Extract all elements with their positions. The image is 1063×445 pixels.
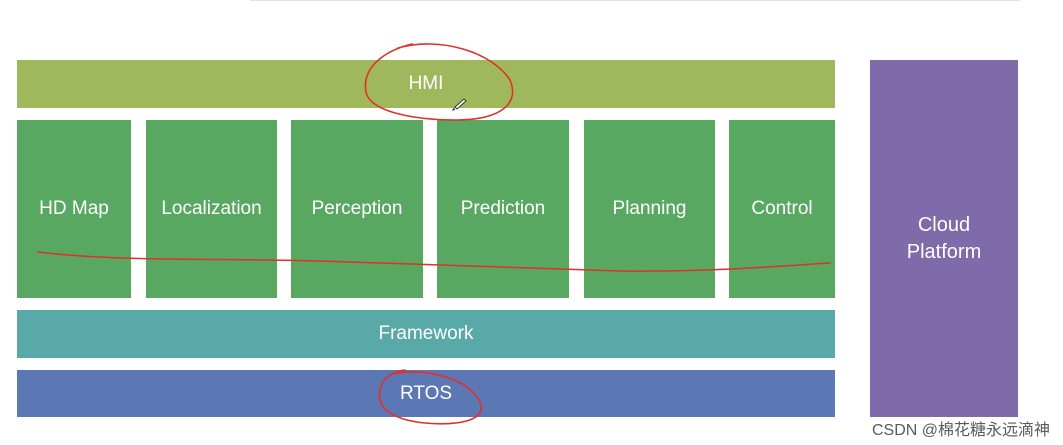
module-label: HD Map bbox=[39, 198, 109, 220]
module-planning: Planning bbox=[584, 120, 715, 298]
framework-label: Framework bbox=[378, 323, 474, 345]
hmi-label: HMI bbox=[408, 73, 444, 95]
top-divider bbox=[250, 0, 1020, 1]
watermark: CSDN @棉花糖永远滴神 bbox=[871, 422, 1050, 439]
module-control: Control bbox=[729, 120, 835, 298]
cloud-platform-block: Cloud Platform bbox=[870, 60, 1018, 417]
module-label: Perception bbox=[311, 198, 403, 220]
module-label: Prediction bbox=[460, 198, 546, 220]
rtos-layer: RTOS bbox=[17, 370, 835, 417]
module-label: Localization bbox=[161, 198, 262, 220]
framework-layer: Framework bbox=[17, 310, 835, 358]
module-localization: Localization bbox=[146, 120, 277, 298]
module-label: Control bbox=[751, 198, 813, 220]
rtos-label: RTOS bbox=[399, 382, 453, 404]
cloud-platform-label: Cloud Platform bbox=[906, 213, 982, 263]
module-hd-map: HD Map bbox=[17, 120, 131, 298]
module-perception: Perception bbox=[291, 120, 423, 298]
module-prediction: Prediction bbox=[437, 120, 569, 298]
module-label: Planning bbox=[612, 198, 687, 220]
hmi-layer: HMI bbox=[17, 60, 835, 108]
